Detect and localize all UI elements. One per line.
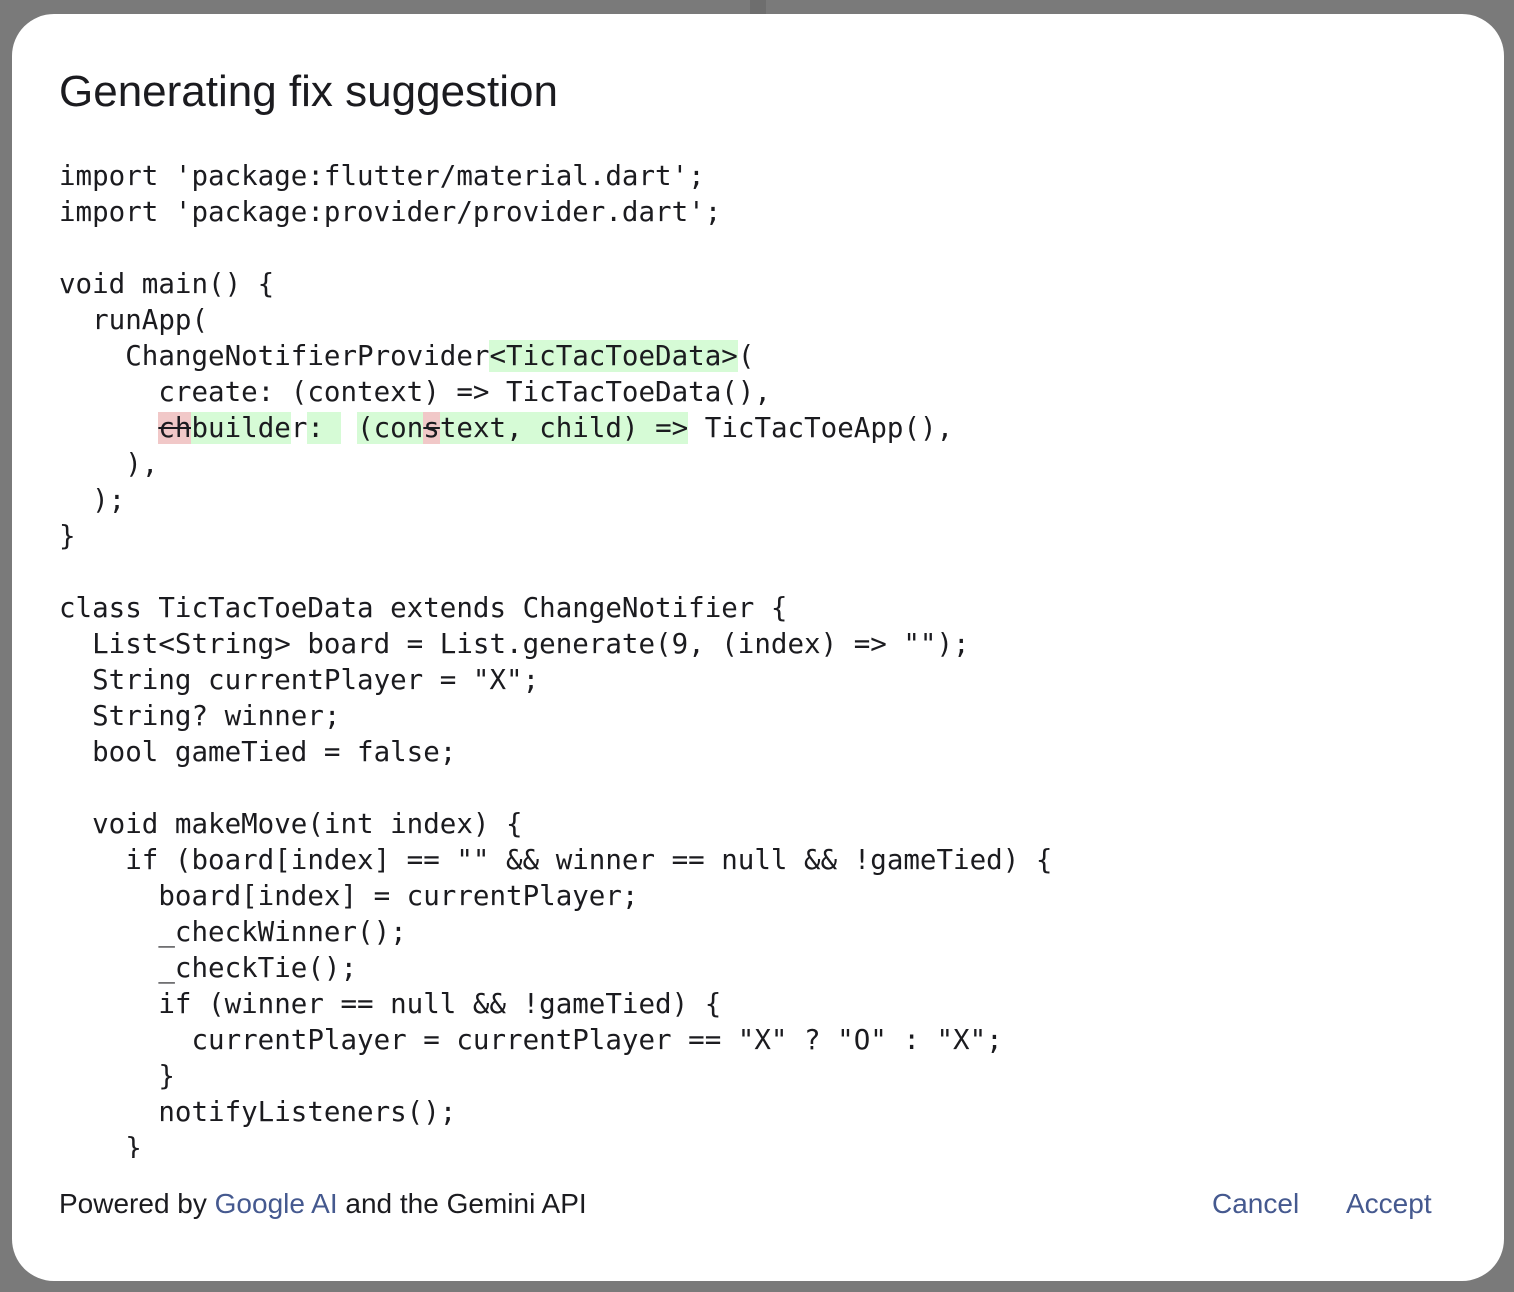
code-line: if (winner == null && !gameTied) { — [59, 986, 1479, 1022]
code-line: void main() { — [59, 266, 1479, 302]
dialog-title: Generating fix suggestion — [59, 67, 558, 116]
code-line: } — [59, 518, 1479, 554]
powered-by-suffix: and the Gemini API — [337, 1188, 587, 1219]
code-text: List<String> board = List.generate(9, (i… — [59, 628, 970, 660]
code-line: _checkWinner(); — [59, 914, 1479, 950]
deleted-text: ch — [158, 412, 192, 444]
inserted-text: : — [307, 412, 341, 444]
code-text: ), — [59, 448, 159, 480]
code-line: board[index] = currentPlayer; — [59, 878, 1479, 914]
code-line: import 'package:flutter/material.dart'; — [59, 158, 1479, 194]
code-line: runApp( — [59, 302, 1479, 338]
code-text: _checkTie(); — [59, 952, 358, 984]
code-text: TicTacToeApp(), — [688, 412, 954, 444]
code-text: void main() { — [59, 268, 275, 300]
code-line: if (board[index] == "" && winner == null… — [59, 842, 1479, 878]
deleted-text: s — [423, 412, 440, 444]
code-text: ( — [737, 340, 755, 372]
powered-by-prefix: Powered by — [59, 1188, 215, 1219]
code-text: bool gameTied = false; — [59, 736, 457, 768]
cancel-button[interactable]: Cancel — [1200, 1178, 1311, 1230]
code-text — [341, 412, 358, 444]
code-line — [59, 554, 1479, 590]
code-line: chbuilder: (constext, child) => TicTacTo… — [59, 410, 1479, 446]
inserted-text: text, child) => — [439, 412, 689, 444]
background-window-edge — [750, 0, 766, 14]
code-text: String currentPlayer = "X"; — [59, 664, 540, 696]
code-text: create: (context) => TicTacToeData(), — [59, 376, 771, 408]
accept-button[interactable]: Accept — [1334, 1178, 1444, 1230]
code-text — [59, 412, 158, 444]
code-text: board[index] = currentPlayer; — [59, 880, 639, 912]
code-block: import 'package:flutter/material.dart'; i… — [59, 158, 1479, 1158]
code-line: String? winner; — [59, 698, 1479, 734]
code-diff-view[interactable]: import 'package:flutter/material.dart'; i… — [59, 158, 1479, 1158]
code-text: } — [59, 1132, 142, 1158]
code-text: currentPlayer = currentPlayer == "X" ? "… — [59, 1024, 1003, 1056]
code-line: _checkTie(); — [59, 950, 1479, 986]
code-text: _checkWinner(); — [59, 916, 407, 948]
code-line: ), — [59, 446, 1479, 482]
code-line: create: (context) => TicTacToeData(), — [59, 374, 1479, 410]
inserted-text: builde — [191, 412, 291, 444]
code-text: import 'package:provider/provider.dart'; — [59, 196, 722, 228]
code-text: String? winner; — [59, 700, 341, 732]
code-text: if (board[index] == "" && winner == null… — [59, 844, 1053, 876]
code-text: if (winner == null && !gameTied) { — [59, 988, 722, 1020]
code-line: } — [59, 1058, 1479, 1094]
code-line — [59, 770, 1479, 806]
inserted-text: (con — [357, 412, 424, 444]
code-text: class TicTacToeData extends ChangeNotifi… — [59, 592, 788, 624]
code-line: import 'package:provider/provider.dart'; — [59, 194, 1479, 230]
code-line: void makeMove(int index) { — [59, 806, 1479, 842]
code-text: import 'package:flutter/material.dart'; — [59, 160, 705, 192]
fix-suggestion-dialog: Generating fix suggestion import 'packag… — [12, 14, 1504, 1281]
powered-by-text: Powered by Google AI and the Gemini API — [59, 1186, 587, 1222]
code-line: bool gameTied = false; — [59, 734, 1479, 770]
code-text: ); — [59, 484, 126, 516]
code-line: } — [59, 1130, 1479, 1158]
code-text: } — [59, 1060, 175, 1092]
code-text: void makeMove(int index) { — [59, 808, 523, 840]
google-ai-link[interactable]: Google AI — [214, 1188, 338, 1219]
code-text: r — [290, 412, 308, 444]
code-line: class TicTacToeData extends ChangeNotifi… — [59, 590, 1479, 626]
code-text: ChangeNotifierProvider — [59, 340, 490, 372]
code-line: String currentPlayer = "X"; — [59, 662, 1479, 698]
code-line: notifyListeners(); — [59, 1094, 1479, 1130]
inserted-text: <TicTacToeData> — [489, 340, 738, 372]
code-text: runApp( — [59, 304, 209, 336]
code-line: ChangeNotifierProvider<TicTacToeData>( — [59, 338, 1479, 374]
code-line: List<String> board = List.generate(9, (i… — [59, 626, 1479, 662]
code-line: currentPlayer = currentPlayer == "X" ? "… — [59, 1022, 1479, 1058]
code-line: ); — [59, 482, 1479, 518]
code-text: } — [59, 520, 76, 552]
code-line — [59, 230, 1479, 266]
code-text: notifyListeners(); — [59, 1096, 457, 1128]
